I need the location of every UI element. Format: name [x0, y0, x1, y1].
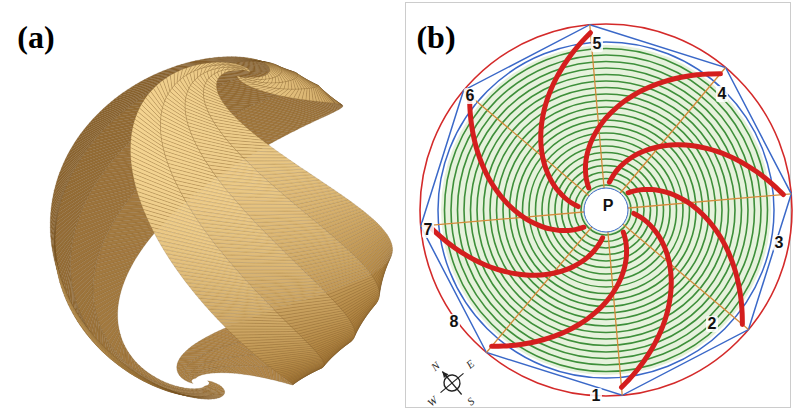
spiral-arm [609, 145, 783, 195]
sphere-band-cell [240, 81, 251, 84]
green-ring [490, 94, 722, 326]
compass-letter: S [465, 395, 476, 407]
sphere-band-cell [309, 86, 343, 106]
spiral-arm [470, 96, 584, 231]
compass-letter: W [426, 394, 440, 408]
green-ring [562, 166, 651, 255]
green-ring [549, 153, 664, 268]
green-ring [523, 127, 690, 294]
vertex-number: 6 [464, 88, 477, 104]
spiral-arm [622, 213, 672, 387]
plan-diagram [420, 24, 792, 396]
sphere-band-cell [221, 70, 225, 75]
sphere-band-cell [309, 88, 313, 101]
green-ring [471, 75, 742, 346]
sphere-band-cell [221, 82, 283, 94]
sphere-band-cell [275, 76, 279, 83]
blue-circle [438, 42, 774, 378]
sphere-band-cell [227, 329, 296, 332]
green-ring [497, 101, 716, 320]
green-ring [445, 49, 768, 372]
sphere-band-cell [307, 86, 343, 106]
green-disc [441, 45, 771, 375]
green-ring [568, 172, 644, 248]
vertex-number: 4 [716, 86, 729, 102]
sphere-band-cell [305, 87, 343, 107]
center-label: P [601, 198, 616, 214]
sphere-band-cell [244, 69, 250, 72]
radial-line [606, 68, 726, 210]
radial-line [606, 210, 748, 330]
green-ring [464, 68, 748, 352]
compass-letter: N [430, 359, 443, 372]
sphere-band-cell [193, 376, 198, 379]
sphere-band-cell [242, 208, 303, 212]
sphere-band-cell [312, 86, 342, 106]
radial-line [464, 90, 606, 210]
vertex-number: 7 [422, 222, 435, 238]
panel-letter: (b) [416, 21, 455, 53]
spiral-sphere [50, 57, 392, 399]
spiral-arm [429, 226, 603, 276]
green-ring [484, 88, 729, 333]
sphere-band-cell [251, 86, 265, 89]
sphere-band-cell [240, 154, 287, 158]
sphere-band-cell [95, 345, 129, 369]
sphere-band-cell [247, 161, 295, 165]
sphere-band-cell [314, 86, 342, 106]
vertex-number: 2 [706, 316, 719, 332]
green-ring [581, 185, 631, 235]
green-ring [451, 55, 761, 365]
compass-letter: E [464, 358, 476, 371]
sphere-band-cell [188, 380, 193, 384]
sphere-band-cell [311, 86, 343, 106]
green-ring [529, 133, 683, 287]
green-ring [555, 159, 657, 261]
green-ring [503, 107, 709, 313]
green-ring [536, 140, 677, 281]
sphere-band-cell [315, 85, 342, 104]
sphere-band-cell [266, 74, 270, 79]
spiral-arm [492, 232, 627, 346]
spiral-arm [628, 189, 742, 324]
red-circle [420, 24, 792, 396]
sphere-band-cell [236, 270, 305, 274]
green-ring [575, 179, 638, 242]
vertex-number: 1 [590, 388, 603, 404]
vertex-number: 5 [591, 36, 604, 52]
spiral-arm [585, 74, 720, 188]
spiral-arm [541, 33, 591, 207]
sphere-band-cell [226, 189, 284, 195]
sphere-band-cell [194, 214, 259, 226]
sphere-band-cell [181, 354, 203, 357]
panel-letter: (a) [17, 21, 54, 53]
green-ring [458, 62, 755, 359]
vertex-number: 3 [773, 235, 786, 251]
sphere-band-cell [243, 158, 291, 162]
green-ring [542, 146, 670, 274]
center-patch [584, 188, 628, 232]
radial-line [486, 210, 606, 352]
vertex-number: 8 [448, 314, 461, 330]
blue-octagon [421, 25, 792, 396]
